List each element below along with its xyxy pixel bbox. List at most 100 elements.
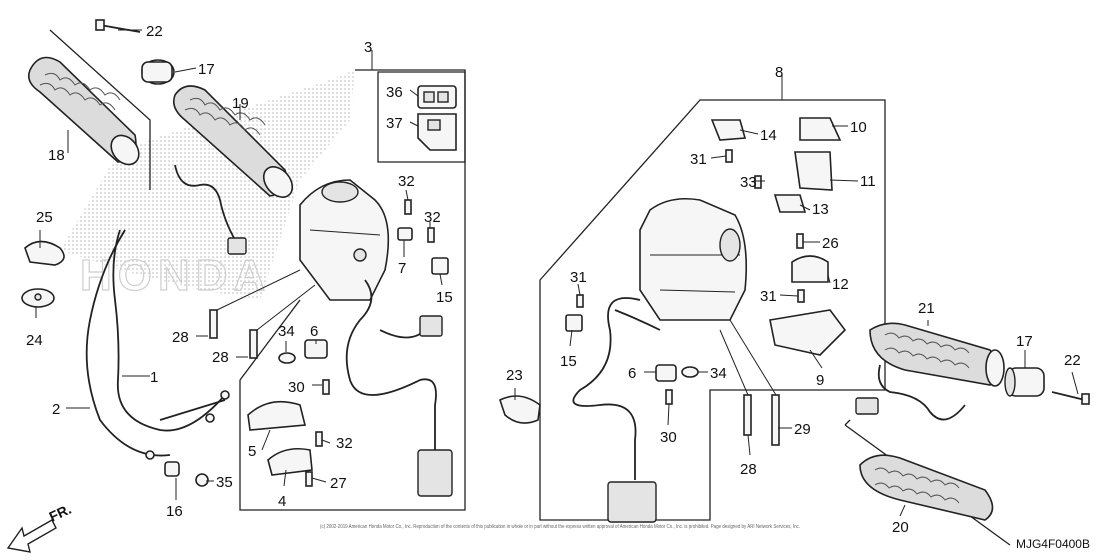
leader-lines (35, 29, 1079, 517)
callout-15-left: 15 (436, 289, 453, 306)
right-switch-housing (639, 197, 748, 321)
cover-11 (794, 151, 833, 191)
callout-labels: 22 17 19 18 3 36 37 32 32 7 15 25 24 28 … (26, 23, 1081, 536)
switch-wire-right (572, 297, 641, 480)
callout-16: 16 (166, 503, 183, 520)
right-grip-21 (869, 322, 1005, 387)
callout-19: 19 (232, 95, 249, 112)
callout-18: 18 (48, 147, 65, 164)
clamp-6-right (655, 364, 677, 382)
washer-34-left (278, 352, 296, 364)
callout-24: 24 (26, 332, 43, 349)
callout-34-right: 34 (710, 365, 727, 382)
watermark-text: HONDA (80, 251, 271, 300)
clip-12 (791, 255, 829, 283)
switch-cap-36 (417, 85, 457, 109)
callout-32-right: 32 (424, 209, 441, 226)
connector-right-main (607, 481, 657, 523)
switch-cap-37 (417, 113, 457, 151)
copyright-text: (c) 2002-2019 American Honda Motor Co., … (320, 524, 800, 530)
screw-27 (305, 471, 313, 487)
callout-1: 1 (150, 369, 158, 386)
callout-21: 21 (918, 300, 935, 317)
bolt-28-lower-left (249, 329, 258, 359)
callout-36: 36 (386, 84, 403, 101)
callout-34-left: 34 (278, 323, 295, 340)
callout-30-left: 30 (288, 379, 305, 396)
callout-2: 2 (52, 401, 60, 418)
holder-4 (267, 447, 313, 476)
group-bracket-left-grip (49, 29, 151, 190)
callout-13: 13 (812, 201, 829, 218)
callout-9: 9 (816, 372, 824, 389)
callout-27: 27 (330, 475, 347, 492)
connector-right-grip (855, 397, 879, 415)
group-bracket-36-37 (377, 71, 466, 163)
callout-32-lower: 32 (336, 435, 353, 452)
group-bracket-8 (539, 75, 886, 521)
grip-heater-wire-left (174, 164, 241, 249)
screw-32-right (427, 227, 435, 243)
callout-10: 10 (850, 119, 867, 136)
cable-cover-24 (21, 288, 55, 308)
callout-23: 23 (506, 367, 523, 384)
callout-15-right: 15 (560, 353, 577, 370)
clip-7 (397, 227, 413, 241)
connector-left-main (417, 449, 453, 497)
grip-heater-wire-right (877, 364, 966, 421)
callout-28-lower: 28 (212, 349, 229, 366)
bolt-28-upper-left (209, 309, 218, 339)
callout-28-right: 28 (740, 461, 757, 478)
callout-32-upper: 32 (398, 173, 415, 190)
callout-28-upper: 28 (172, 329, 189, 346)
callout-17-right: 17 (1016, 333, 1033, 350)
screw-32-upper-left (404, 199, 412, 215)
holder-5 (247, 400, 307, 431)
screw-33 (754, 175, 762, 189)
left-hand-grip-20 (859, 454, 994, 521)
callout-30-right: 30 (660, 429, 677, 446)
bracket-13 (773, 194, 807, 213)
screw-30-left (322, 379, 330, 395)
grip-end-weight-17-right (1004, 367, 1045, 397)
screw-35 (195, 473, 209, 487)
screw-31-upper (725, 149, 733, 163)
callout-22-right: 22 (1064, 352, 1081, 369)
throttle-cable-2 (85, 229, 171, 457)
cable-guide-25 (24, 240, 65, 266)
screw-31-left-right-group (576, 294, 584, 308)
connector-left-grip (227, 237, 247, 255)
left-switch-housing (299, 179, 390, 301)
throttle-cable-1 (112, 229, 226, 432)
callout-31-left: 31 (570, 269, 587, 286)
connector-left-small (419, 315, 443, 337)
callout-31-upper: 31 (690, 151, 707, 168)
cover-10 (799, 117, 842, 141)
screw-30-right (665, 389, 673, 405)
group-bracket-3 (239, 50, 466, 511)
callout-6-right: 6 (628, 365, 636, 382)
left-grip-18 (27, 56, 140, 166)
callout-14: 14 (760, 127, 777, 144)
bolt-28-right (743, 394, 752, 436)
callout-12: 12 (832, 276, 849, 293)
grip-end-weight-17-left (141, 59, 175, 85)
right-grip-19 (172, 85, 294, 198)
callout-31-lower: 31 (760, 288, 777, 305)
callout-22-left: 22 (146, 23, 163, 40)
callout-20: 20 (892, 519, 909, 536)
bolt-29 (771, 394, 780, 446)
diagram-code: MJG4F0400B (1016, 537, 1090, 551)
callout-26: 26 (822, 235, 839, 252)
wire-band-23 (499, 395, 541, 424)
screw-26 (796, 233, 804, 249)
clamp-15-right (565, 314, 583, 332)
callout-6-left: 6 (310, 323, 318, 340)
bracket-14 (710, 119, 747, 141)
screw-31-lower (797, 289, 805, 303)
screw-22-left (95, 19, 141, 33)
callout-33: 33 (740, 174, 757, 191)
screw-32-lower (315, 431, 323, 447)
direction-label: FR. (47, 501, 74, 525)
